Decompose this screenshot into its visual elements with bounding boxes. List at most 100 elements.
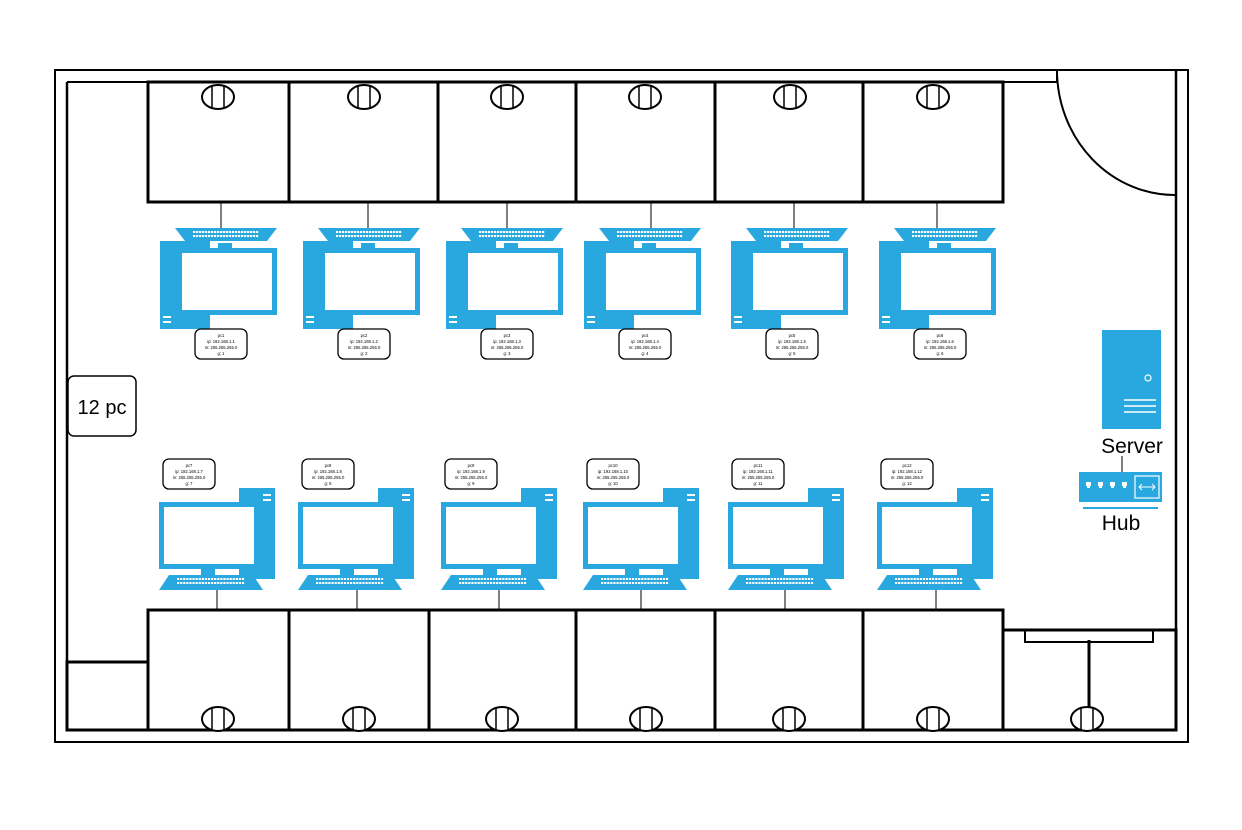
pc-label-line: m: 255.255.255.0 (629, 345, 662, 350)
pc-label-line: m: 255.255.255.0 (455, 475, 488, 480)
server-label: Server (1101, 435, 1163, 458)
chair-top-1 (201, 84, 235, 110)
pc-label-line: m: 255.255.255.0 (312, 475, 345, 480)
pc-count-box: 12 pc (67, 375, 137, 437)
pc-label-line: pc9 (468, 463, 475, 468)
room-walls (54, 69, 1189, 743)
pc-label-line: g: 4 (642, 351, 650, 356)
pc-label-line: ip: 192.168.1.8 (314, 469, 342, 474)
chair-bottom-4 (629, 706, 663, 732)
pc-label-line: pc1 (218, 333, 225, 338)
pc-label-line: ip: 192.168.1.6 (926, 339, 954, 344)
pc-label-line: pc8 (325, 463, 332, 468)
hub-icon (1079, 472, 1162, 509)
chair-bottom-1 (201, 706, 235, 732)
chair-bottom-5 (772, 706, 806, 732)
pc-label-line: ip: 192.168.1.11 (743, 469, 773, 474)
chair-top-3 (490, 84, 524, 110)
pc-label-line: m: 255.255.255.0 (891, 475, 924, 480)
pc-label-line: ip: 192.168.1.5 (778, 339, 806, 344)
chair-top-5 (773, 84, 807, 110)
pc-label-line: pc10 (608, 463, 618, 468)
pc-label-line: ip: 192.168.1.2 (350, 339, 378, 344)
top-desk-row (146, 80, 1005, 204)
pc-label-line: g: 11 (753, 481, 763, 486)
door (1056, 69, 1177, 197)
pc-label-line: pc7 (186, 463, 193, 468)
server-icon (1102, 330, 1161, 429)
pc-label-line: g: 7 (186, 481, 194, 486)
pc-label-line: ip: 192.168.1.1 (207, 339, 235, 344)
pc-label-line: g: 8 (325, 481, 333, 486)
pc-label-line: ip: 192.168.1.4 (631, 339, 659, 344)
pc-label-line: m: 255.255.255.0 (348, 345, 381, 350)
chair-bottom-2 (342, 706, 376, 732)
pc-label-line: g: 6 (937, 351, 945, 356)
pc-label-line: g: 5 (789, 351, 797, 356)
chair-top-4 (628, 84, 662, 110)
bottom-desk-row (146, 608, 1005, 732)
pc-label-line: ip: 192.168.1.9 (457, 469, 485, 474)
pc-label-line: ip: 192.168.1.10 (598, 469, 629, 474)
chairs (201, 84, 1104, 732)
network-cables (216, 202, 938, 610)
chair-bottom-7 (1070, 706, 1104, 732)
hub-label: Hub (1102, 512, 1141, 535)
pc-label-line: ip: 192.168.1.12 (892, 469, 923, 474)
pc-label-line: g: 3 (504, 351, 512, 356)
pc-label-line: m: 255.255.255.0 (205, 345, 238, 350)
pc-label-line: m: 255.255.255.0 (742, 475, 775, 480)
pc-count-label: 12 pc (78, 397, 127, 419)
pc-label-line: g: 2 (361, 351, 369, 356)
pc-label-line: pc4 (642, 333, 649, 338)
pc-label-line: m: 255.255.255.0 (173, 475, 206, 480)
pc-label-line: g: 9 (468, 481, 476, 486)
pc-label-line: pc11 (754, 463, 763, 468)
pc-label-line: ip: 192.168.1.7 (175, 469, 203, 474)
chair-top-6 (916, 84, 950, 110)
pc-label-line: g: 1 (218, 351, 226, 356)
pc-label-line: pc12 (902, 463, 912, 468)
pc-label-line: m: 255.255.255.0 (776, 345, 809, 350)
pc-label-line: pc3 (504, 333, 511, 338)
pc-label-line: g: 12 (902, 481, 912, 486)
pc-label-line: ip: 192.168.1.3 (493, 339, 521, 344)
pc-label-line: pc2 (361, 333, 368, 338)
pc-label-line: pc5 (789, 333, 796, 338)
pc-label-line: m: 255.255.255.0 (491, 345, 524, 350)
chair-top-2 (347, 84, 381, 110)
pc-label-line: m: 255.255.255.0 (597, 475, 630, 480)
pc-label-line: pc6 (937, 333, 944, 338)
pc-label-line: g: 10 (608, 481, 618, 486)
chair-bottom-3 (485, 706, 519, 732)
chair-bottom-6 (916, 706, 950, 732)
pc-label-line: m: 255.255.255.0 (924, 345, 957, 350)
